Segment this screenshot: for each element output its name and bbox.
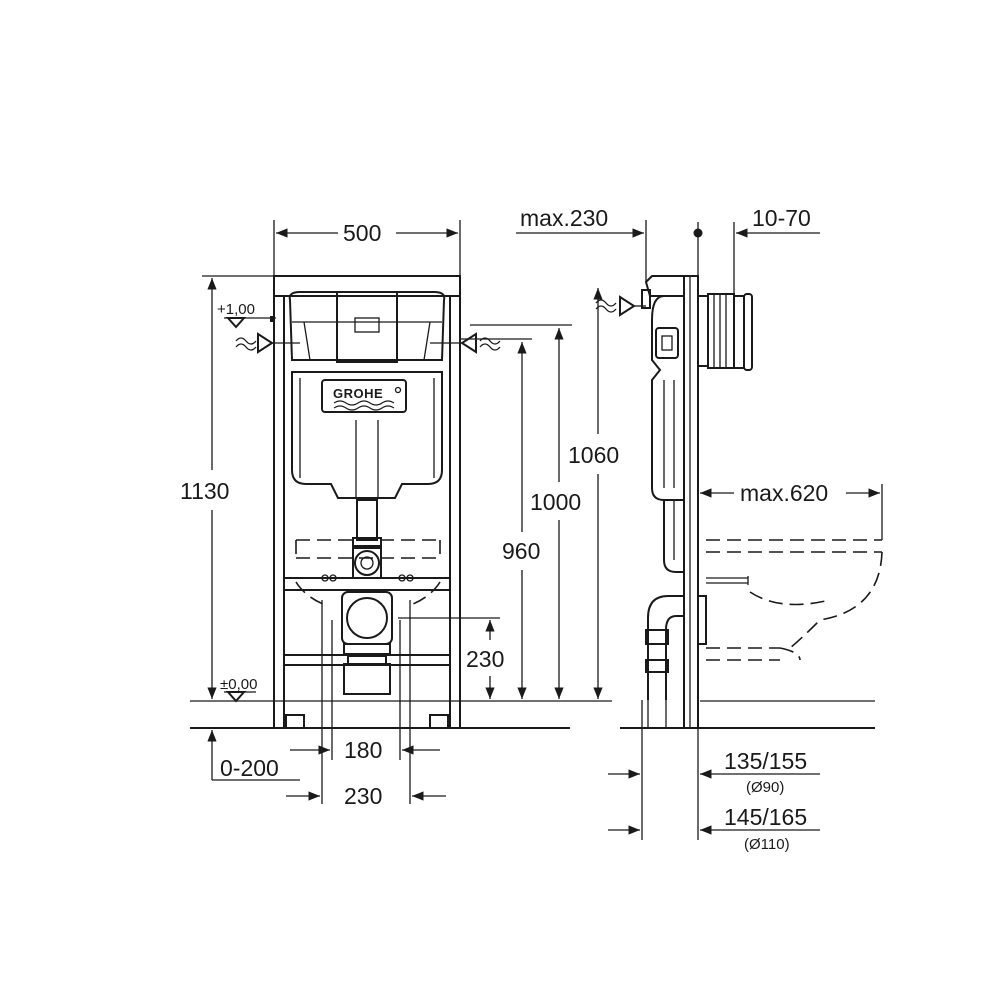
svg-text:1000: 1000: [530, 489, 581, 515]
front-view: GROHE: [180, 220, 619, 809]
svg-text:500: 500: [343, 220, 381, 246]
dimension-max-depth: max.230: [516, 205, 647, 282]
side-water-inlet: [595, 295, 646, 317]
installation-frame: [273, 275, 461, 729]
svg-text:230: 230: [466, 646, 504, 672]
svg-text:max.230: max.230: [520, 205, 608, 231]
svg-text:10-70: 10-70: [752, 205, 811, 231]
svg-text:145/165: 145/165: [724, 804, 807, 830]
side-view: max.230 10-70 max.620 135/155 (Ø90): [516, 205, 883, 853]
side-actuator: [641, 275, 753, 371]
drain-connection: [341, 591, 393, 695]
flush-pipe: [352, 499, 382, 579]
side-wc-bowl: [706, 539, 883, 661]
water-inlet-right: [430, 332, 501, 354]
grohe-logo: GROHE: [333, 386, 383, 401]
svg-text:(Ø110): (Ø110): [744, 836, 790, 853]
dimension-width: 500: [273, 220, 461, 276]
svg-text:180: 180: [344, 737, 382, 763]
level-marker-top: +1,00: [217, 301, 276, 329]
side-cistern: [651, 295, 685, 573]
dimension-max-projection: max.620: [700, 480, 883, 540]
svg-text:0-200: 0-200: [220, 755, 279, 781]
side-frame-post: [683, 275, 699, 729]
side-drain-pipe: [645, 595, 707, 728]
svg-text:1130: 1130: [180, 478, 229, 504]
svg-text:135/155: 135/155: [724, 748, 807, 774]
svg-text:+1,00: +1,00: [217, 301, 255, 318]
svg-text:1060: 1060: [568, 442, 619, 468]
svg-text:max.620: max.620: [740, 480, 828, 506]
svg-text:(Ø90): (Ø90): [746, 779, 784, 796]
dimension-height-total: 1130: [180, 275, 274, 699]
dimension-wall-thickness: 10-70: [693, 205, 820, 296]
dimension-heights: 960 1000 1060: [460, 288, 619, 702]
dimension-drain-height: 230: [398, 617, 504, 699]
bowl-outline-front: [295, 539, 441, 607]
dimension-floor-adjust: 0-200: [207, 730, 300, 781]
water-inlet-left: [235, 332, 300, 354]
svg-text:230: 230: [344, 783, 382, 809]
dimension-spacing: 180 230: [286, 600, 446, 809]
svg-text:±0,00: ±0,00: [220, 676, 257, 693]
level-marker-floor: ±0,00: [220, 676, 257, 703]
cistern: GROHE: [288, 291, 446, 499]
svg-text:960: 960: [502, 538, 540, 564]
dimension-pipe-offsets: 135/155 (Ø90) 145/165 (Ø110): [608, 700, 820, 853]
